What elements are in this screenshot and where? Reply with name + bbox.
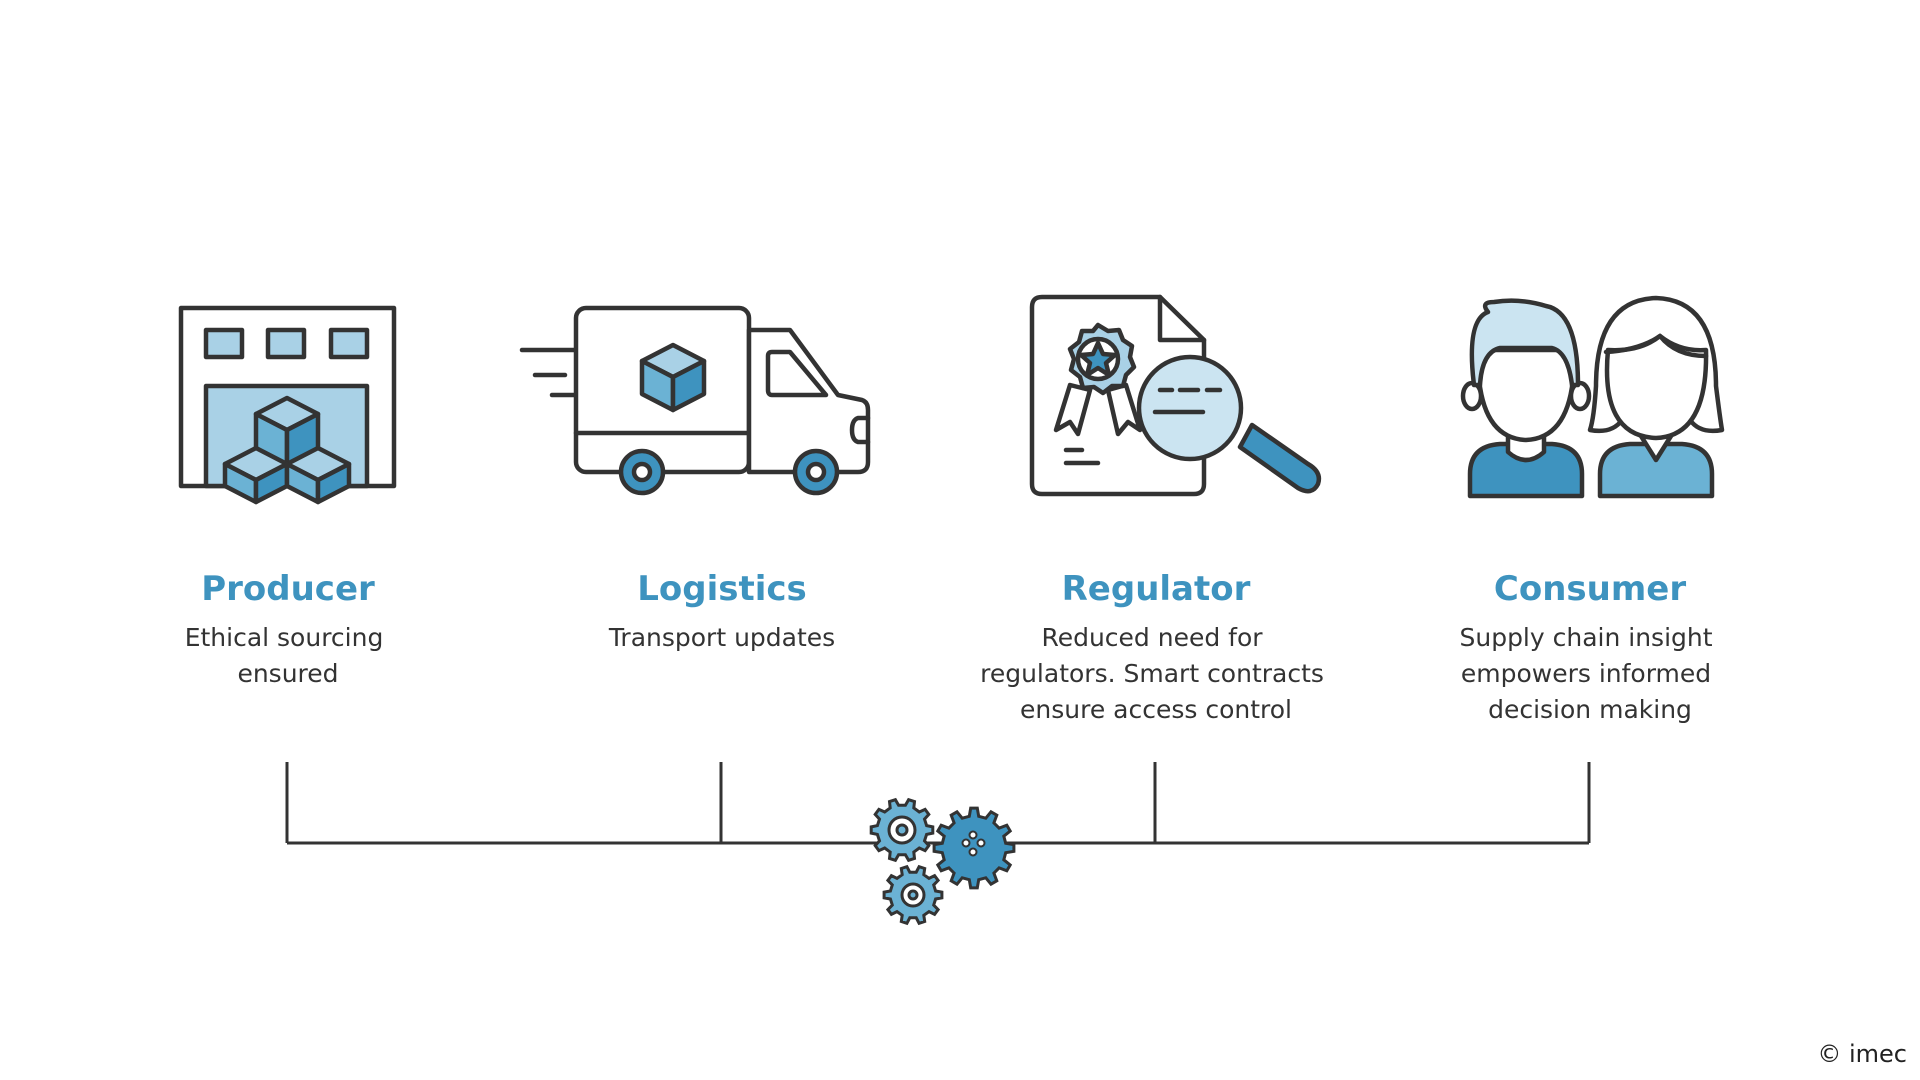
stakeholder-title-consumer: Consumer <box>1494 569 1686 609</box>
consumers-icon <box>1460 295 1725 499</box>
stakeholder-title-regulator: Regulator <box>1062 569 1251 609</box>
desc-line: Supply chain insight <box>1459 623 1712 652</box>
stakeholder-desc-consumer: Supply chain insight empowers informed d… <box>1459 623 1720 724</box>
copyright-notice: © imec <box>1817 1040 1907 1068</box>
desc-line: Reduced need for <box>1041 623 1263 652</box>
desc-line: Transport updates <box>608 623 835 652</box>
delivery-truck-icon <box>519 305 871 496</box>
stakeholder-title-producer: Producer <box>201 569 375 609</box>
desc-line: Ethical sourcing <box>185 623 384 652</box>
gears-icon <box>869 797 1016 926</box>
desc-line: decision making <box>1488 695 1692 724</box>
stakeholder-desc-producer: Ethical sourcing ensured <box>185 623 392 688</box>
certificate-inspection-icon <box>1029 294 1322 497</box>
desc-line: regulators. Smart contracts <box>980 659 1324 688</box>
stakeholder-desc-regulator: Reduced need for regulators. Smart contr… <box>980 623 1332 724</box>
stakeholder-desc-logistics: Transport updates <box>608 623 835 652</box>
desc-line: ensured <box>237 659 338 688</box>
desc-line: ensure access control <box>1020 695 1292 724</box>
desc-line: empowers informed <box>1461 659 1711 688</box>
stakeholder-title-logistics: Logistics <box>637 569 807 609</box>
warehouse-icon <box>178 305 397 505</box>
